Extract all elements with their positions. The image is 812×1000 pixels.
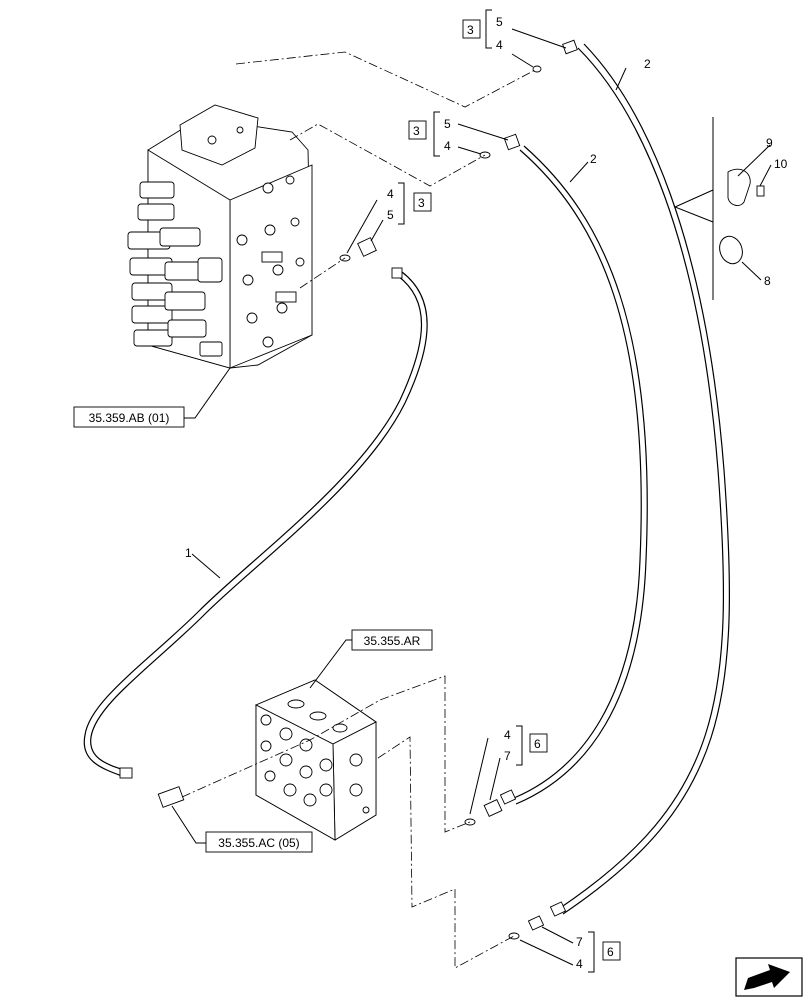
ring-label-8: 8 [764,274,771,288]
control-valve-assembly [127,104,313,369]
kit-e-box-label: 6 [607,945,614,959]
spool-cartridges [127,181,223,357]
fittings [157,39,578,940]
leader-lines [171,28,772,966]
kit-c-box-label: 3 [418,196,425,210]
kit-c-label-5: 5 [387,208,394,222]
bolt-label-10: 10 [774,157,788,171]
kit-d: 4 7 6 [504,725,548,766]
kit-b-label-4: 4 [444,139,451,153]
kit-c-label-4: 4 [387,187,394,201]
ref-block-fitting-text: 35.355.AC (05) [218,836,299,850]
kit-e-label-4: 4 [576,957,583,971]
clamp-label-9: 9 [766,136,773,150]
hose-2-long [559,43,731,915]
kit-d-label-7: 7 [504,749,511,763]
clamp-detail [673,117,765,300]
kit-c: 4 5 3 [387,182,432,225]
ref-block-fitting[interactable]: 35.355.AC (05) [205,831,313,853]
hose-1 [83,271,428,779]
hose-2-short-label: 2 [590,152,597,166]
kit-a-label-4: 4 [496,38,503,52]
hose-2-long-label: 2 [644,57,651,71]
kit-e-label-7: 7 [576,935,583,949]
kit-e: 7 4 6 [576,931,621,973]
hose-1-label: 1 [185,546,192,560]
kit-d-label-4: 4 [504,728,511,742]
ref-block-text: 35.355.AR [364,634,421,648]
kit-b: 3 5 4 [408,111,451,157]
ref-control-valve[interactable]: 35.359.AB (01) [73,406,185,428]
hose-2-short [513,145,648,805]
kit-b-label-5: 5 [444,117,451,131]
back-arrow-icon[interactable] [735,957,803,997]
valve-ports [236,175,305,348]
kit-a: 3 5 4 [462,9,503,52]
kit-b-box-label: 3 [413,124,420,138]
kit-a-box-label: 3 [467,23,474,37]
kit-d-box-label: 6 [534,737,541,751]
kit-a-label-5: 5 [496,15,503,29]
centerlines [181,51,538,969]
hydraulic-block [254,679,377,841]
ref-control-valve-text: 35.359.AB (01) [89,411,170,425]
ref-block[interactable]: 35.355.AR [351,629,433,651]
